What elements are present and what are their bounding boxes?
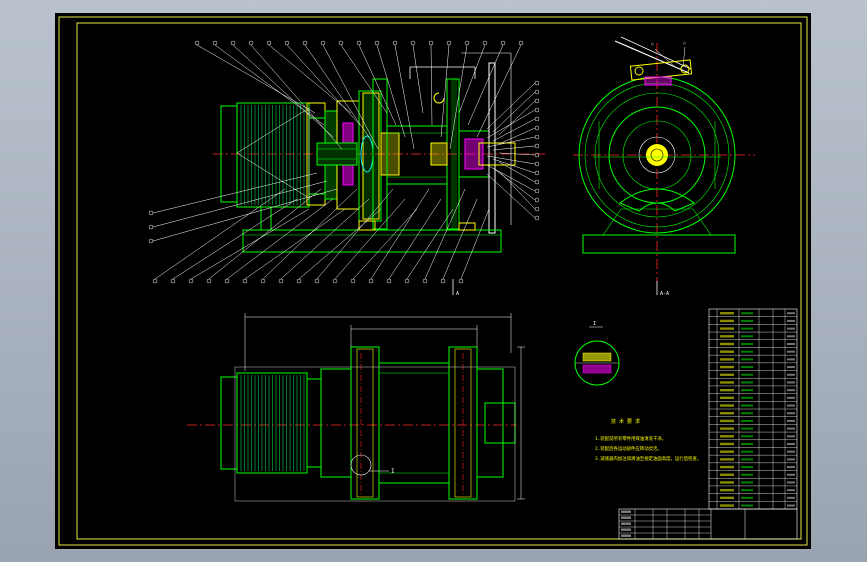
- part-balloon[interactable]: [338, 40, 344, 46]
- detail-callout-circle[interactable]: [350, 454, 372, 476]
- base-frame: [242, 206, 502, 253]
- top-motor: [220, 372, 322, 474]
- section-mark-label: A: [456, 291, 459, 297]
- spoke-cutout: [619, 188, 695, 212]
- part-balloon[interactable]: [440, 278, 446, 284]
- part-balloon[interactable]: [224, 278, 230, 284]
- part-balloon[interactable]: [374, 40, 380, 46]
- parts-list-table: [708, 308, 798, 510]
- part-leaders: [152, 44, 536, 280]
- part-balloon[interactable]: [534, 215, 540, 221]
- part-balloon[interactable]: [446, 40, 452, 46]
- part-balloon[interactable]: [534, 170, 540, 176]
- part-balloon[interactable]: [534, 143, 540, 149]
- svg-text:○: ○: [683, 40, 686, 45]
- part-balloon[interactable]: [266, 40, 272, 46]
- title-block: [618, 508, 798, 540]
- part-balloon[interactable]: [206, 278, 212, 284]
- part-balloon[interactable]: [314, 278, 320, 284]
- part-balloon[interactable]: [368, 278, 374, 284]
- part-balloon[interactable]: [188, 278, 194, 284]
- part-balloon[interactable]: [534, 206, 540, 212]
- part-balloon[interactable]: [534, 152, 540, 158]
- part-balloon[interactable]: [482, 40, 488, 46]
- part-balloon[interactable]: [320, 40, 326, 46]
- part-balloon[interactable]: [464, 40, 470, 46]
- part-balloon[interactable]: [534, 116, 540, 122]
- part-balloon[interactable]: [534, 179, 540, 185]
- detail-view-label: I: [593, 321, 596, 327]
- part-balloon[interactable]: [230, 40, 236, 46]
- brake-lever: [614, 36, 693, 86]
- front-section-view[interactable]: A: [148, 40, 545, 297]
- shaft-end: [646, 144, 668, 166]
- top-drum: [378, 362, 450, 484]
- part-balloon[interactable]: [170, 278, 176, 284]
- top-plan-view[interactable]: I: [187, 313, 525, 502]
- part-balloon[interactable]: [534, 188, 540, 194]
- detail-I-view[interactable]: I: [574, 321, 620, 386]
- part-balloon[interactable]: [392, 40, 398, 46]
- part-balloon[interactable]: [296, 278, 302, 284]
- part-balloon[interactable]: [386, 278, 392, 284]
- notes-line-3: 3.减速器内加注润滑油至规定油面高度，运行后检查。: [595, 455, 701, 462]
- part-balloon[interactable]: [534, 134, 540, 140]
- section-mark: A: [452, 279, 459, 297]
- svg-text:○: ○: [651, 41, 654, 46]
- part-balloon[interactable]: [194, 40, 200, 46]
- part-balloon[interactable]: [284, 40, 290, 46]
- part-balloon[interactable]: [534, 125, 540, 131]
- side-base: [582, 234, 736, 254]
- part-balloon[interactable]: [410, 40, 416, 46]
- part-balloon[interactable]: [302, 40, 308, 46]
- part-balloon[interactable]: [500, 40, 506, 46]
- part-balloon[interactable]: [534, 197, 540, 203]
- part-balloon[interactable]: [242, 278, 248, 284]
- part-balloon[interactable]: [404, 278, 410, 284]
- part-balloon[interactable]: [212, 40, 218, 46]
- part-balloon[interactable]: [534, 107, 540, 113]
- top-dimensions: [244, 313, 525, 500]
- right-bearing-housing: [458, 62, 516, 234]
- notes-line-1: 1.装配前所有零件用煤油清洗干净。: [595, 435, 666, 442]
- part-balloon[interactable]: [534, 80, 540, 86]
- part-balloon[interactable]: [248, 40, 254, 46]
- detail-callout-label: I: [391, 468, 395, 475]
- part-balloon[interactable]: [148, 224, 154, 230]
- side-section-label: A-A: [660, 291, 669, 297]
- part-balloon[interactable]: [534, 161, 540, 167]
- part-balloon[interactable]: [152, 278, 158, 284]
- part-balloon[interactable]: [458, 278, 464, 284]
- part-balloon[interactable]: [148, 210, 154, 216]
- notes-line-2: 2.装配后各运动部件应转动灵活。: [595, 445, 662, 452]
- drawing-frame: [58, 16, 808, 546]
- part-balloon[interactable]: [148, 238, 154, 244]
- part-balloon[interactable]: [332, 278, 338, 284]
- part-balloon[interactable]: [534, 98, 540, 104]
- motor: [220, 102, 326, 208]
- technical-notes: 技 术 要 求 1.装配前所有零件用煤油清洗干净。 2.装配后各运动部件应转动灵…: [595, 418, 701, 462]
- part-balloon[interactable]: [518, 40, 524, 46]
- part-balloon[interactable]: [422, 278, 428, 284]
- part-balloon[interactable]: [534, 89, 540, 95]
- drawing-canvas[interactable]: A: [55, 13, 811, 549]
- left-flange: [350, 346, 380, 500]
- notes-title: 技 术 要 求: [611, 418, 640, 425]
- part-balloon[interactable]: [278, 278, 284, 284]
- part-balloon[interactable]: [428, 40, 434, 46]
- drawing-sheet: A: [55, 13, 811, 549]
- part-balloon[interactable]: [260, 278, 266, 284]
- part-balloons: [148, 40, 540, 284]
- side-section-mark: A-A: [656, 281, 669, 297]
- left-side-view[interactable]: ○ ○ A-A: [573, 36, 755, 297]
- part-balloon[interactable]: [356, 40, 362, 46]
- part-balloon[interactable]: [350, 278, 356, 284]
